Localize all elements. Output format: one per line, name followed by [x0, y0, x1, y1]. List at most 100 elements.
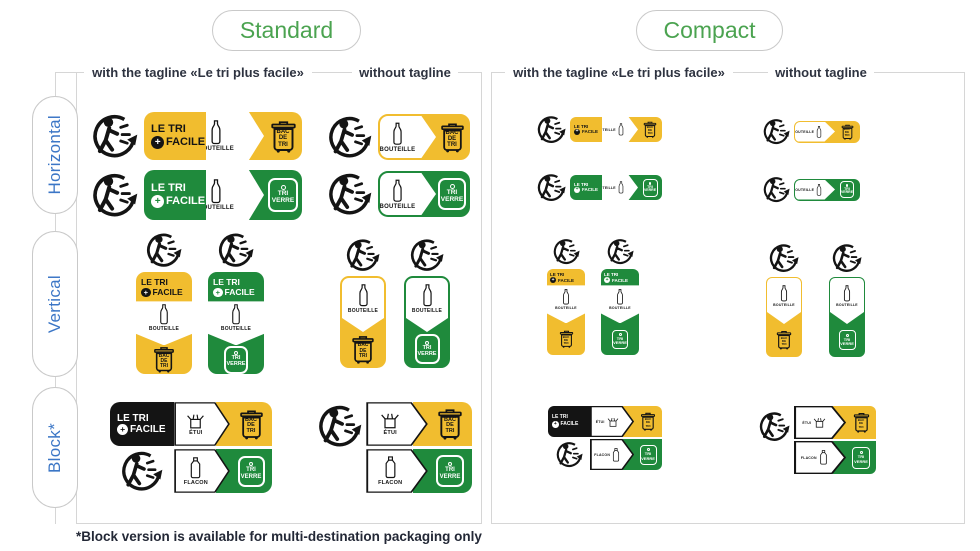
- triman-icon: [553, 238, 580, 265]
- plus-icon: +: [604, 277, 610, 284]
- bottle-segment: BOUTEILLE: [767, 278, 801, 324]
- triman-icon: [607, 238, 634, 265]
- flacon-icon: [384, 456, 397, 479]
- tagline-segment: LE TRI +FACILE: [213, 277, 255, 298]
- bottle-segment: BOUTEILLE: [795, 179, 835, 200]
- row-label-vertical: Vertical: [32, 231, 78, 377]
- triman-icon: [92, 113, 138, 159]
- bottle-icon: [816, 184, 822, 196]
- bottle-icon: [618, 123, 624, 136]
- plus-icon: +: [141, 287, 151, 298]
- bottle-segment: BOUTEILLE: [602, 175, 638, 200]
- tagline-segment: LE TRI +FACILE: [550, 272, 575, 284]
- bottle-icon: [562, 289, 570, 305]
- triman-icon: [218, 232, 254, 268]
- bottle-segment: BOUTEILLE: [136, 301, 192, 346]
- triman-icon: [146, 232, 182, 268]
- bottle-icon: [780, 285, 788, 302]
- bottle-segment: BOUTEILLE: [206, 170, 264, 220]
- bottle-icon: [392, 179, 403, 203]
- etui-icon: [186, 413, 205, 429]
- flacon-segment: FLACON: [794, 441, 846, 474]
- bottle-segment: BOUTEILLE: [380, 116, 436, 158]
- tagline-segment: LE TRI +FACILE: [151, 123, 206, 149]
- bottle-segment: BOUTEILLE: [795, 121, 835, 142]
- triman-icon: [537, 115, 566, 144]
- bottle-icon: [231, 304, 241, 325]
- standard-col-with-tagline: with the tagline «Le tri plus facile»: [84, 64, 312, 81]
- etui-icon: [607, 417, 619, 427]
- bottle-icon: [210, 179, 222, 204]
- triman-icon: [759, 411, 790, 442]
- tagline-segment: LE TRI +FACILE: [604, 272, 629, 284]
- etui-segment: ÉTUI: [794, 406, 846, 439]
- standard-section-title-pill: Standard: [212, 10, 361, 51]
- flacon-segment: FLACON: [174, 449, 230, 493]
- bottle-icon: [358, 284, 369, 307]
- tagline-segment: LE TRI +FACILE: [141, 277, 183, 298]
- plus-icon: +: [574, 128, 580, 136]
- rail-segment: [54, 72, 56, 96]
- rail-segment: [54, 377, 56, 387]
- plus-icon: +: [213, 287, 223, 298]
- bottle-segment: BOUTEILLE: [830, 278, 864, 324]
- plus-icon: +: [552, 420, 559, 428]
- bottle-segment: BOUTEILLE: [601, 285, 639, 324]
- plus-icon: +: [151, 135, 164, 149]
- triman-icon: [92, 172, 138, 218]
- standard-section-title: Standard: [239, 17, 334, 43]
- tagline-segment: LE TRI +FACILE: [548, 406, 590, 437]
- bottle-segment: BOUTEILLE: [342, 278, 384, 332]
- row-label-horizontal: Horizontal: [32, 96, 78, 214]
- triman-icon: [763, 176, 790, 203]
- bottle-segment: BOUTEILLE: [406, 278, 448, 332]
- bottle-icon: [618, 181, 624, 194]
- triman-icon: [537, 173, 566, 202]
- tagline-segment: LE TRI +FACILE: [151, 182, 206, 208]
- tagline-segment: LE TRI +FACILE: [574, 181, 599, 194]
- triman-icon: [832, 243, 862, 273]
- triman-icon: [318, 404, 362, 448]
- triman-icon: [346, 238, 380, 272]
- bottle-icon: [159, 304, 169, 325]
- flacon-icon: [189, 457, 202, 479]
